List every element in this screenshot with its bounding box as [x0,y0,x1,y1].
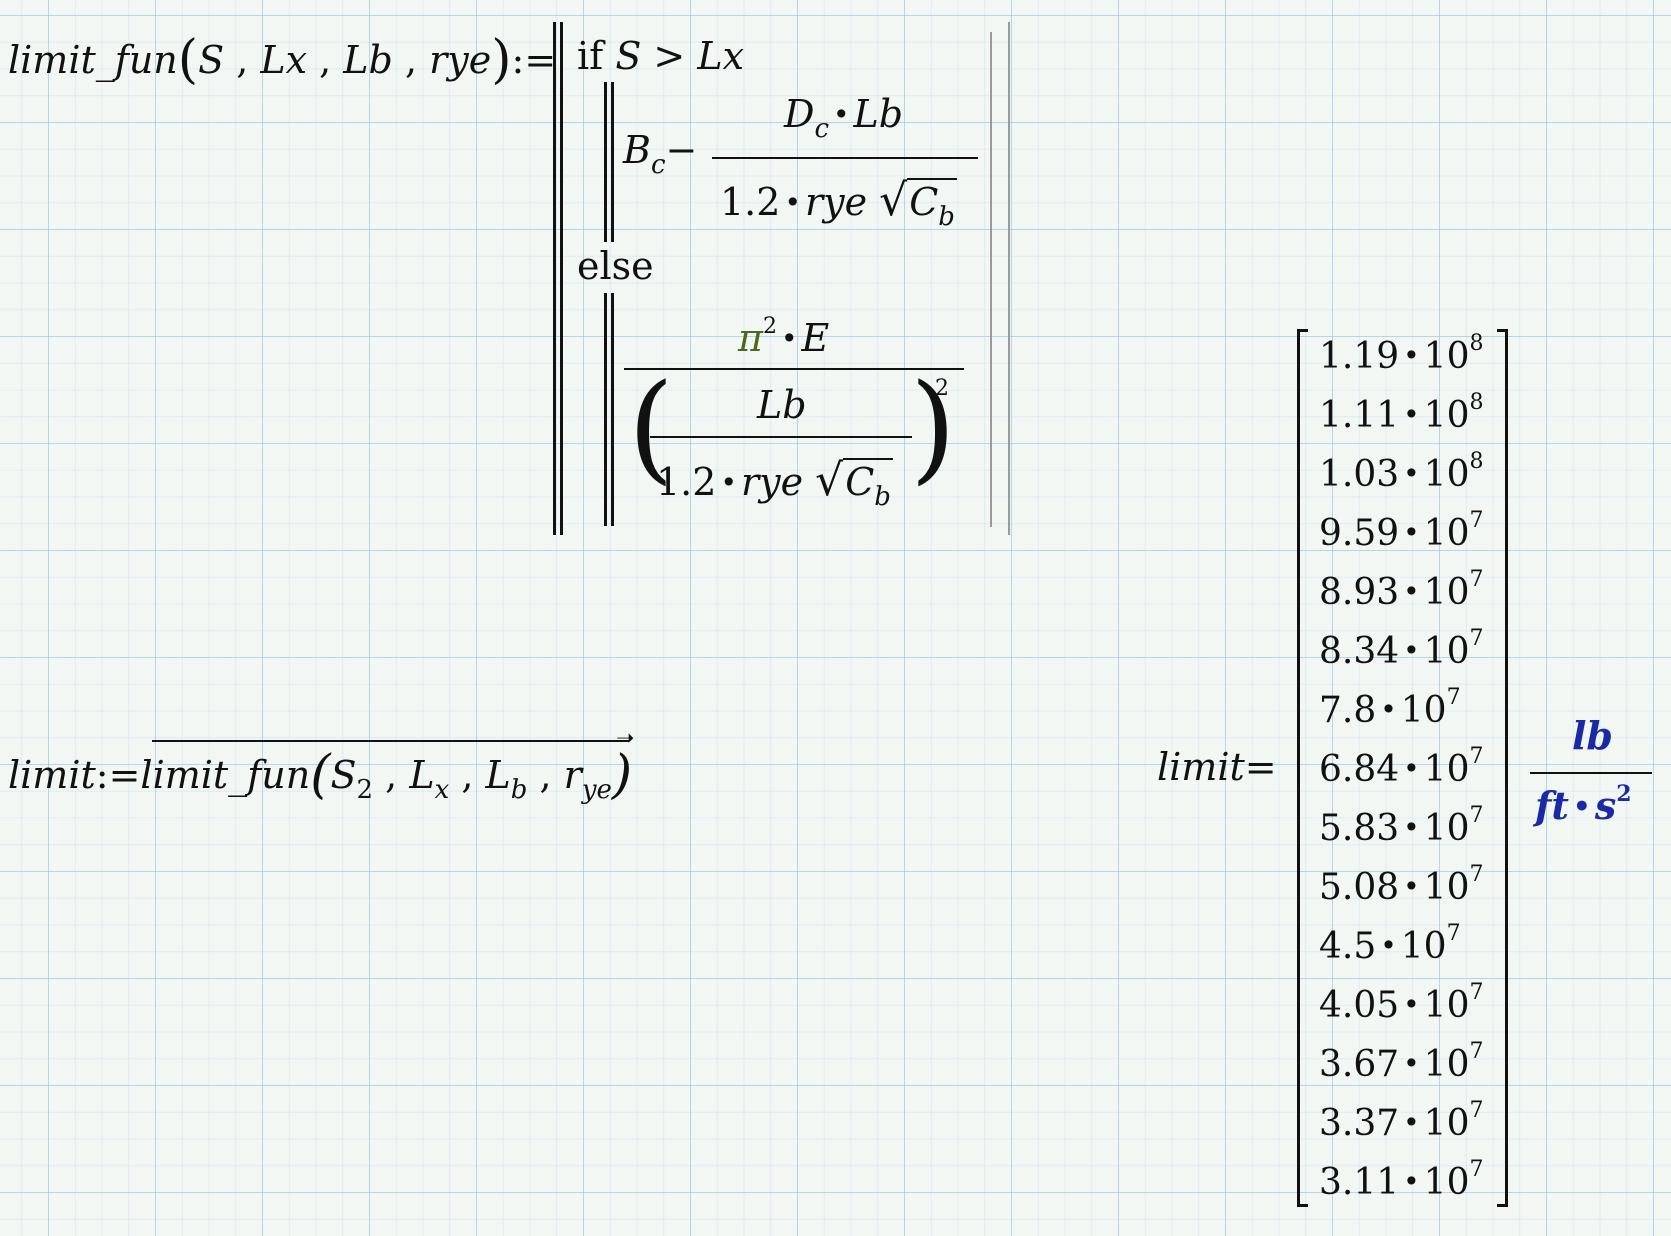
program-bar-outer-2 [560,22,563,535]
program-end-bar-1 [990,32,992,527]
vectorized-call: limit_fun(S2 , Lx , Lb , rye) [140,745,633,805]
matrix-cell: 7.8•107 [1319,685,1461,731]
branch2-outer-exponent: 2 [935,376,949,401]
program-end-bar-2 [1008,22,1010,535]
matrix-cell: 3.37•107 [1319,1098,1484,1144]
limit-evaluation[interactable]: limit= [1157,745,1277,789]
unit-denominator: ft•s2 [1535,781,1632,828]
branch1-fraction-bar [712,157,978,159]
function-definition-lhs[interactable]: limit_fun(S , Lx , Lb , rye):= [8,30,557,90]
if-statement[interactable]: if S > Lx [577,34,744,78]
branch2-left-paren: ( [628,358,675,496]
else-branch-bar-2 [611,293,614,526]
vectorize-arrow-head: ➝ [616,726,635,751]
if-branch-bar-1 [604,82,607,242]
matrix-cell: 5.08•107 [1319,862,1484,908]
vectorize-arrow-line [152,740,629,742]
else-branch-bar-1 [604,293,607,526]
matrix-cell: 4.5•107 [1319,921,1461,967]
branch2-numerator: π2•E [738,314,830,360]
branch2-fraction-bar [624,368,964,370]
if-branch-bar-2 [611,82,614,242]
unit-numerator: lb [1572,713,1614,758]
branch2-inner-fraction-bar [650,436,912,438]
if-condition: S > Lx [615,34,745,78]
matrix-cell: 5.83•107 [1319,803,1484,849]
matrix-cell: 1.03•108 [1319,449,1484,495]
branch1-Bc[interactable]: Bc− [623,128,698,180]
unit-fraction-bar [1530,772,1652,774]
pi-constant: π [738,316,763,360]
param-lx: Lx [260,38,308,82]
matrix-cell: 4.05•107 [1319,980,1484,1026]
param-rye: rye [429,38,492,82]
limit-assignment[interactable]: limit:=limit_fun(S2 , Lx , Lb , rye) [8,745,633,805]
param-s: S [198,38,225,82]
branch1-denominator: 1.2•rye √Cb [720,175,957,232]
branch1-numerator: Dc•Lb [784,92,904,144]
if-keyword: if [577,34,604,78]
matrix-cell: 8.93•107 [1319,567,1484,613]
branch2-right-paren: ) [910,358,957,496]
matrix-cell: 6.84•107 [1319,744,1484,790]
function-name: limit_fun [8,38,178,82]
matrix-cell: 1.11•108 [1319,390,1484,436]
matrix-left-bracket [1297,329,1308,1207]
matrix-cell: 1.19•108 [1319,331,1484,377]
branch2-inner-numerator: Lb [757,383,807,427]
limit-variable: limit [8,753,96,797]
else-keyword[interactable]: else [577,244,654,288]
program-bar-outer-1 [553,22,556,535]
matrix-right-bracket [1497,329,1508,1207]
matrix-cell: 3.67•107 [1319,1039,1484,1085]
matrix-cell: 3.11•107 [1319,1157,1484,1203]
define-operator: := [511,38,557,82]
matrix-cell: 9.59•107 [1319,508,1484,554]
param-lb: Lb [343,38,393,82]
branch2-inner-denominator: 1.2•rye √Cb [656,455,893,512]
matrix-cell: 8.34•107 [1319,626,1484,672]
